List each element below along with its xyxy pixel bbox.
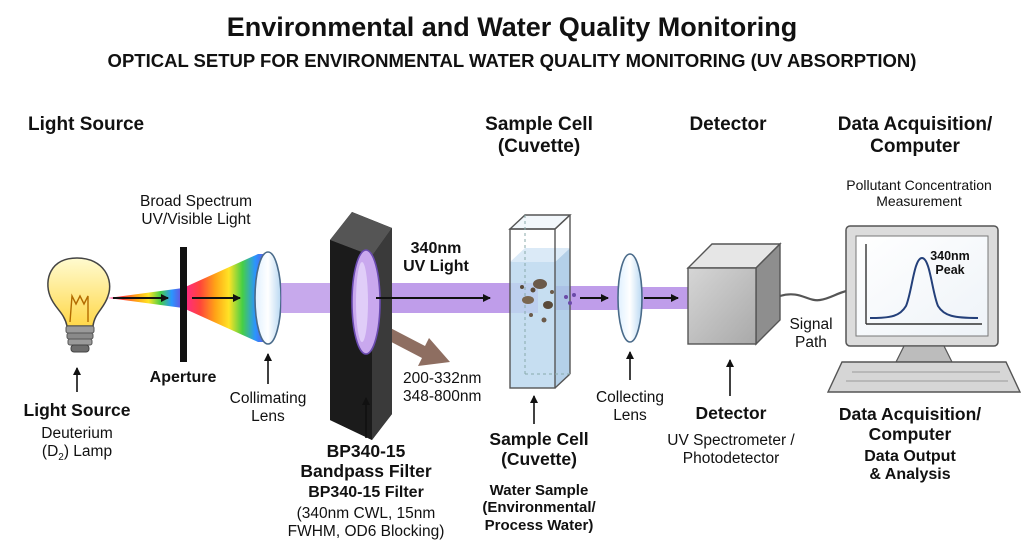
bandpass-filter-icon: [330, 212, 392, 440]
detector-name: Detector: [695, 403, 767, 423]
header-sample-cell: Sample Cell(Cuvette): [485, 114, 593, 157]
page-subtitle: OPTICAL SETUP FOR ENVIRONMENTAL WATER QU…: [107, 50, 917, 71]
page-title: Environmental and Water Quality Monitori…: [226, 12, 798, 42]
header-detector: Detector: [689, 114, 767, 135]
sample-cell-name: Sample Cell(Cuvette): [489, 429, 589, 470]
computer-detail: Data Output& Analysis: [864, 448, 956, 484]
sample-cell-detail: Water Sample(Environmental/Process Water…: [482, 482, 596, 534]
detector-box-icon: [686, 242, 782, 346]
aperture-label: Aperture: [149, 369, 217, 386]
deuterium-lamp-icon: [47, 257, 111, 353]
spectrum-plot: [865, 244, 982, 325]
lamp-detail: Deuterium (D2) Lamp: [41, 425, 113, 463]
cuvette-icon: [508, 214, 572, 389]
header-light-source: Light Source: [28, 114, 145, 135]
absorbance-peak-curve: [869, 256, 979, 319]
lamp-name: Light Source: [23, 400, 131, 420]
header-data-acquisition: Data Acquisition/Computer: [837, 114, 993, 157]
detector-detail: UV Spectrometer /Photodetector: [667, 432, 795, 467]
computer-name: Data Acquisition/Computer: [838, 404, 982, 445]
collecting-lens-icon: [617, 253, 643, 343]
aperture-plate: [180, 247, 187, 362]
filter-sub: BP340-15 Filter: [308, 484, 424, 501]
pointer-arrows: [73, 351, 734, 438]
computer-icon: [826, 225, 1022, 393]
collimating-lens-icon: [254, 251, 282, 345]
